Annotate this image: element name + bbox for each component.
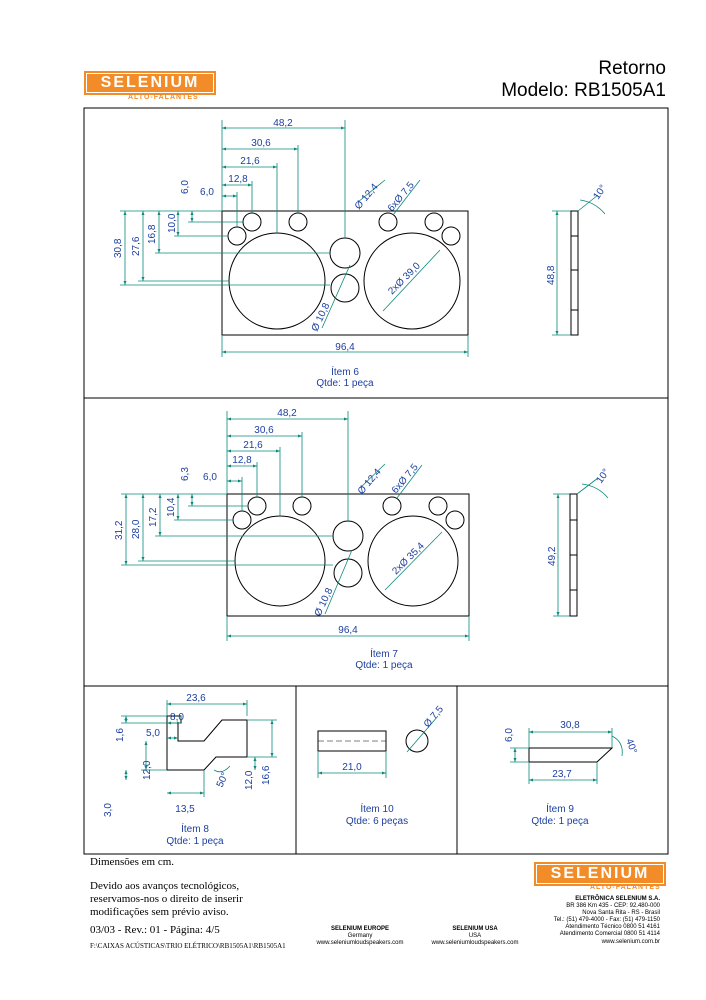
- item6-label: Ítem 6: [331, 365, 359, 378]
- europe-title: SELENIUM EUROPE: [330, 926, 389, 932]
- item10-qty: Qtde: 6 peças: [346, 816, 408, 827]
- dim-item7-17-2: 17,2: [148, 507, 159, 527]
- item10-label: Ítem 10: [360, 802, 394, 815]
- dim-item7-6-3: 6,3: [180, 467, 191, 481]
- dim-item7-d35-4: 2xØ 35,4: [390, 540, 427, 577]
- dimensions-note: Dimensões em cm.: [90, 856, 175, 868]
- company-phone: Tel.: (51) 479-4000 - Fax: (51) 479-1150: [553, 917, 660, 923]
- usa-title: SELENIUM USA: [452, 926, 498, 932]
- dim-item7-31-2: 31,2: [114, 520, 125, 540]
- item8-qty: Qtde: 1 peça: [166, 836, 224, 847]
- dim-item6-12-8: 12,8: [228, 174, 248, 185]
- dim-item6-48-8: 48,8: [546, 265, 557, 285]
- tech-support: Atendimento Técnico 0800 51 4161: [565, 924, 660, 930]
- logo-subtitle: ALTO-FALANTES: [128, 94, 199, 101]
- dim-item7-d10-8: Ø 10,8: [313, 586, 336, 618]
- selenium-logo-footer: SELENIUM: [534, 862, 666, 886]
- dim-item7-49-2: 49,2: [547, 546, 558, 566]
- item6-qty: Qtde: 1 peça: [316, 378, 374, 389]
- dim-item7-96-4: 96,4: [338, 625, 358, 636]
- dim-item8-5-0: 5,0: [146, 728, 160, 739]
- sales-support: Atendimento Comercial 0800 51 4114: [559, 931, 660, 937]
- dim-item6-6-0-h: 6,0: [180, 180, 191, 194]
- dim-item8-12-0-b: 12,0: [244, 770, 255, 790]
- dim-item8-angle: 50°: [215, 771, 231, 789]
- dim-item8-16-6: 16,6: [261, 765, 272, 785]
- item9-label: Ítem 9: [546, 802, 574, 815]
- dim-item8-1-6: 1,6: [115, 728, 126, 742]
- dim-item7-10-4: 10,4: [166, 497, 177, 517]
- dim-item7-d7-5: 6xØ 7,5: [390, 462, 421, 496]
- dim-item8-8-0: 8,0: [170, 712, 184, 723]
- selenium-logo: SELENIUM: [84, 71, 216, 95]
- item9-qty: Qtde: 1 peça: [531, 816, 589, 827]
- dim-item6-21-6: 21,6: [240, 156, 260, 167]
- dim-item9-30-8: 30,8: [560, 720, 580, 731]
- dim-item6-angle: 10°: [591, 183, 609, 202]
- dim-item6-10-0: 10,0: [167, 213, 178, 233]
- company-address-1: BR 386 Km 435 - CEP: 92.480-000: [566, 903, 660, 909]
- dim-item7-21-6: 21,6: [243, 440, 263, 451]
- dim-item9-angle: 40°: [623, 737, 639, 755]
- dim-item7-30-6: 30,6: [254, 425, 274, 436]
- dim-item8-23-6: 23,6: [186, 693, 206, 704]
- dim-item7-28-0: 28,0: [131, 519, 142, 539]
- dim-item9-23-7: 23,7: [552, 769, 572, 780]
- item7-qty: Qtde: 1 peça: [355, 660, 413, 671]
- item8-label: Ítem 8: [181, 822, 209, 835]
- dim-item6-d10-8: Ø 10,8: [310, 301, 333, 333]
- dim-item10-21-0: 21,0: [342, 762, 362, 773]
- logo-subtitle-footer: ALTO-FALANTES: [590, 884, 661, 891]
- dim-item9-6-0: 6,0: [504, 728, 515, 742]
- notice-line-2: reservamos-nos o direito de inserir: [90, 893, 243, 905]
- file-path: F:\CAIXAS ACÚSTICAS\TRIO ELÉTRICO\RB1505…: [90, 942, 286, 950]
- notice-line-1: Devido aos avanços tecnológicos,: [90, 880, 240, 892]
- revision: 03/03 - Rev.: 01 - Página: 4/5: [90, 924, 220, 936]
- drawing-frame: [83, 107, 669, 855]
- usa-url: www.seleniumloudspeakers.com: [431, 940, 519, 946]
- europe-country: Germany: [347, 933, 373, 939]
- dim-item6-d7-5: 6xØ 7,5: [386, 180, 417, 214]
- model-title: Modelo: RB1505A1: [501, 80, 666, 101]
- notice-line-3: modificações sem prévio aviso.: [90, 906, 229, 918]
- usa-country: USA: [468, 933, 482, 939]
- dim-item7-d12-4: Ø 12,4: [356, 467, 384, 497]
- dim-item7-12-8: 12,8: [232, 455, 252, 466]
- dim-item8-13-5: 13,5: [175, 804, 195, 815]
- dim-item6-48-2: 48,2: [273, 118, 293, 129]
- item10-spacer: [317, 729, 429, 753]
- company-address-2: Nova Santa Rita - RS - Brasil: [582, 910, 660, 916]
- dim-item6-d12-4: Ø 12,4: [353, 182, 381, 212]
- dim-item6-30-6: 30,6: [251, 138, 271, 149]
- page-title: Retorno: [598, 58, 666, 79]
- item6-side-view: [570, 194, 599, 336]
- dim-item6-d39-0: 2xØ 39,0: [386, 260, 423, 297]
- dim-item6-27-6: 27,6: [131, 236, 142, 256]
- item7-side-view: [569, 477, 599, 617]
- dim-item7-48-2: 48,2: [277, 408, 297, 419]
- dim-item7-angle: 10°: [594, 467, 612, 486]
- dim-item6-16-8: 16,8: [147, 224, 158, 244]
- company-name: ELETRÔNICA SELENIUM S.A.: [575, 896, 660, 902]
- dim-item7-6-0-w: 6,0: [203, 472, 217, 483]
- company-url: www.selenium.com.br: [601, 939, 660, 945]
- dim-item10-d7-5: Ø 7,5: [422, 704, 446, 730]
- dim-item8-12-0-a: 12,0: [142, 760, 153, 780]
- item9-wedge: [528, 747, 614, 763]
- dim-item6-6-0-w: 6,0: [200, 187, 214, 198]
- dim-item6-96-4: 96,4: [335, 342, 355, 353]
- item8-profile: [166, 715, 248, 771]
- item7-label: Ítem 7: [370, 647, 398, 660]
- dim-item8-3-0: 3,0: [103, 803, 114, 817]
- dim-item6-30-8: 30,8: [113, 238, 124, 258]
- europe-url: www.seleniumloudspeakers.com: [316, 940, 404, 946]
